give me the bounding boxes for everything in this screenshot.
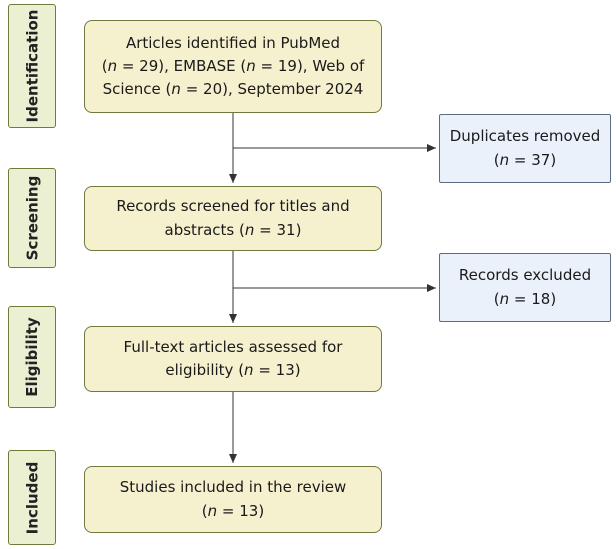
stage-screening: Screening — [8, 168, 56, 268]
box-full-text-assessed: Full-text articles assessed for eligibil… — [84, 326, 382, 392]
stage-eligibility: Eligibility — [8, 306, 56, 408]
box-records-screened: Records screened for titles and abstract… — [84, 186, 382, 251]
box-duplicates-removed: Duplicates removed (n = 37) — [439, 114, 611, 183]
box-records-excluded: Records excluded (n = 18) — [439, 253, 611, 322]
box-articles-identified: Articles identified in PubMed (n = 29), … — [84, 20, 382, 113]
stage-included: Included — [8, 450, 56, 545]
stage-identification: Identification — [8, 4, 56, 128]
box-studies-included: Studies included in the review (n = 13) — [84, 466, 382, 533]
